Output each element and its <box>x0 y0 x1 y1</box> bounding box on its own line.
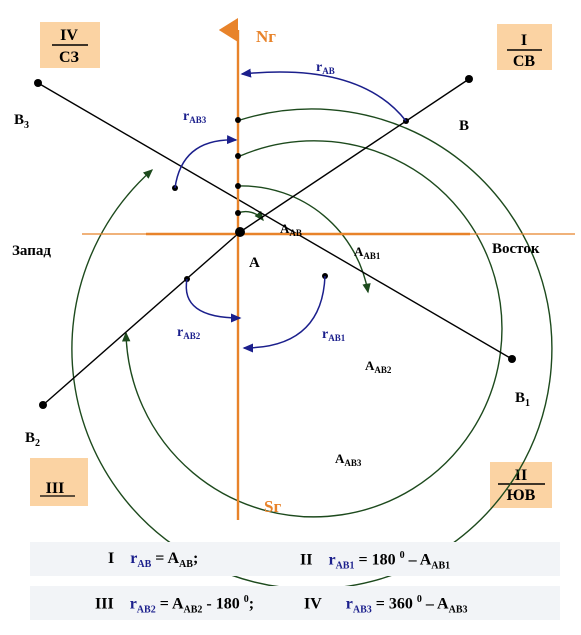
point-a <box>235 227 245 237</box>
bearing-arc-rab3 <box>174 135 238 189</box>
line-a-b2 <box>42 231 241 406</box>
formula-q4: IV rAB3 = 360 0 – AAB3 <box>304 594 468 616</box>
line-a-b <box>239 78 470 233</box>
west-label: Запад <box>12 243 51 259</box>
point-b2-label: B2 <box>25 430 40 449</box>
aab3-label: AAB3 <box>335 451 362 468</box>
rab1-label: rAB1 <box>322 327 346 343</box>
formula-row-2 <box>30 586 560 620</box>
arc-start-dot-ab3 <box>235 117 241 123</box>
line-b3-b1 <box>37 82 513 360</box>
quadrant-i-numeral: I <box>521 32 527 49</box>
aab-label: AAB <box>280 221 302 238</box>
point-b2 <box>39 401 47 409</box>
quadrant-iii-box <box>30 458 88 506</box>
azimuth-arc-ab1 <box>239 185 371 294</box>
rab3-label: rAB3 <box>183 109 207 125</box>
quadrant-iv-numeral: IV <box>60 27 78 44</box>
point-a-label: A <box>249 255 260 271</box>
bearing-arc-rab2 <box>185 278 242 323</box>
point-b3-label: B3 <box>14 112 29 131</box>
rab-label: rAB <box>316 60 335 76</box>
aab1-label: AAB1 <box>354 244 381 261</box>
point-b3 <box>34 79 42 87</box>
quadrant-iii-numeral: III <box>46 480 65 497</box>
formula-q3: III rAB2 = AAB2 - 180 0; <box>95 594 255 616</box>
east-label: Восток <box>492 241 540 257</box>
arc-start-dot-ab <box>235 210 241 216</box>
quadrant-ii-box <box>490 462 552 508</box>
rab2-label: rAB2 <box>177 325 201 341</box>
arc-start-dot-ab2 <box>235 153 241 159</box>
quadrant-i-abbr: СВ <box>513 53 536 70</box>
quadrant-i-box <box>497 24 552 70</box>
formula-q2: II rAB1 = 180 0 – AAB1 <box>300 550 451 572</box>
north-label: Nг <box>256 27 276 46</box>
bearing-arc-rab <box>240 68 407 122</box>
point-b1-label: B1 <box>515 390 530 409</box>
formula-q1: I rAB = AAB; <box>108 550 199 571</box>
point-b <box>465 75 473 83</box>
azimuth-arc-ab2 <box>122 140 503 518</box>
aab2-label: AAB2 <box>365 358 392 375</box>
arc-start-dot-ab1 <box>235 183 241 189</box>
point-b1 <box>508 355 516 363</box>
formula-row-1 <box>30 542 560 576</box>
bearing-arc-rab1 <box>242 275 326 353</box>
point-b-label: B <box>459 118 469 134</box>
quadrant-iv-abbr: СЗ <box>59 49 80 66</box>
quadrant-ii-abbr: ЮВ <box>507 487 536 504</box>
south-label: Sг <box>264 497 281 516</box>
